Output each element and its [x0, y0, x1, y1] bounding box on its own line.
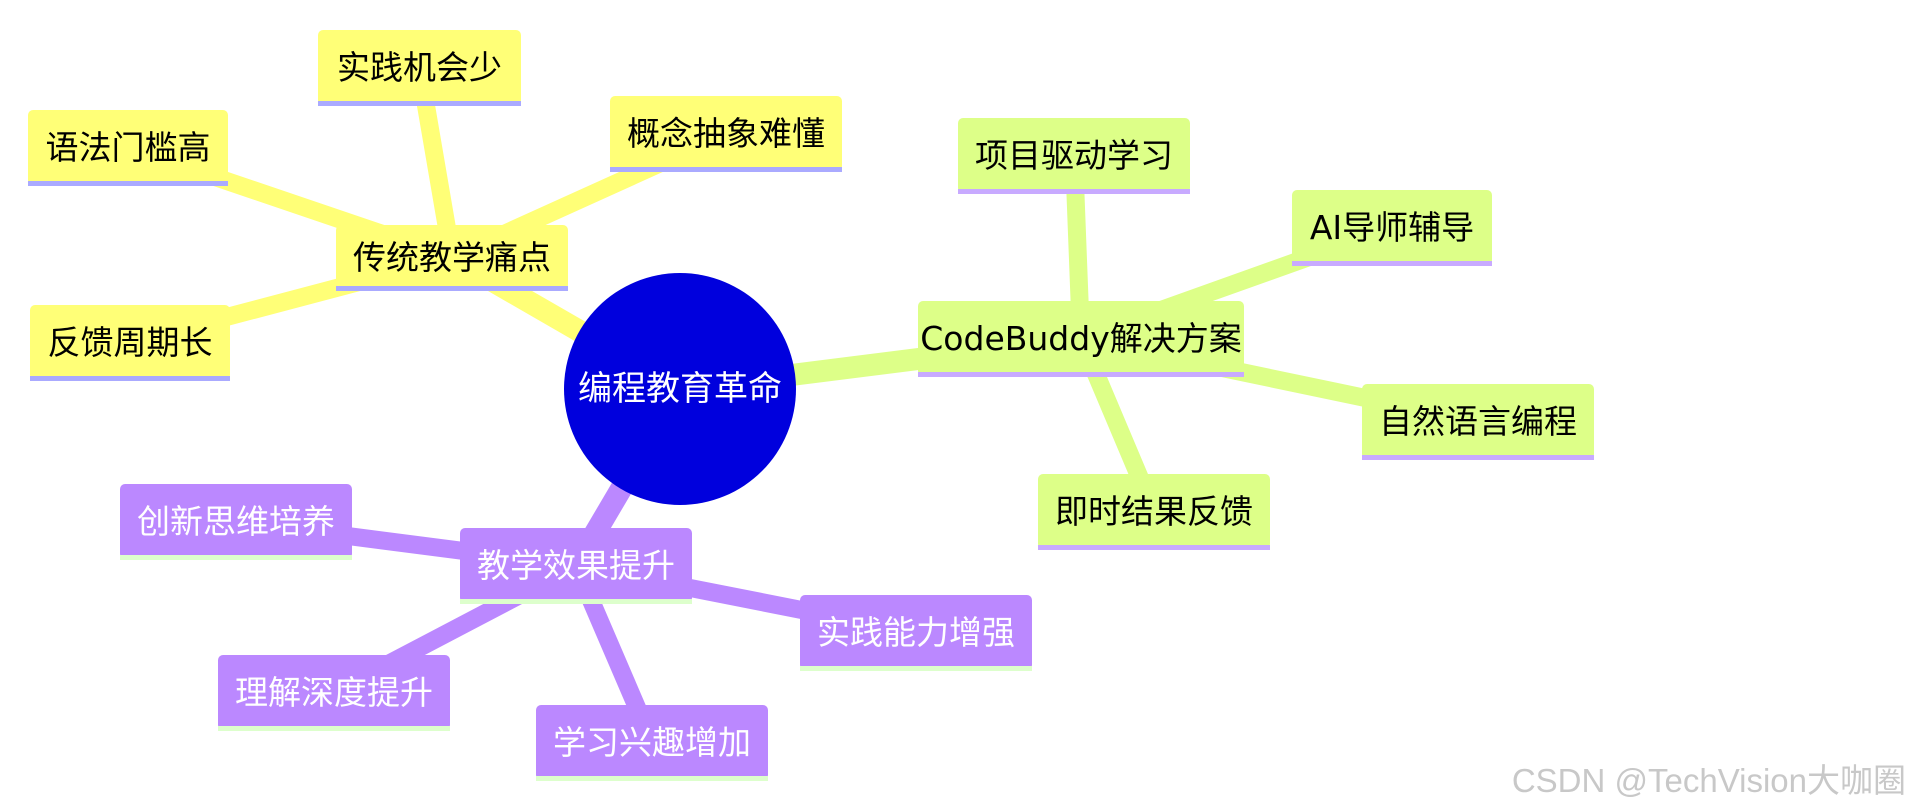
leaf-node-solution-2-box — [1362, 384, 1594, 459]
leaf-node-solution-1-underline — [1292, 261, 1492, 266]
leaf-node-pain-3-box — [30, 305, 230, 380]
branch-node-solution-box — [918, 301, 1244, 376]
leaf-node-effect-3-label: 实践能力增强 — [817, 613, 1015, 652]
branch-node-solution-label: CodeBuddy解决方案 — [920, 319, 1241, 358]
leaf-node-pain-0-underline — [318, 101, 521, 106]
leaf-node-pain-0-box — [318, 30, 521, 105]
leaf-node-effect-2[interactable]: 学习兴趣增加 — [536, 705, 768, 781]
leaf-node-solution-0-box — [958, 118, 1190, 193]
branch-node-pain[interactable]: 传统教学痛点 — [336, 225, 568, 291]
leaf-node-solution-2-label: 自然语言编程 — [1379, 402, 1577, 441]
watermark-text: CSDN @TechVision大咖圈 — [1511, 762, 1906, 799]
leaf-node-pain-2[interactable]: 概念抽象难懂 — [610, 96, 842, 172]
leaf-node-pain-1-label: 语法门槛高 — [46, 128, 211, 167]
leaf-node-pain-3-underline — [30, 376, 230, 381]
leaf-node-effect-2-box — [536, 705, 768, 780]
leaf-node-effect-1-label: 理解深度提升 — [235, 673, 433, 712]
branch-node-effect-underline — [460, 599, 692, 604]
leaf-node-solution-0-underline — [958, 189, 1190, 194]
leaf-node-pain-2-box — [610, 96, 842, 171]
branch-node-solution[interactable]: CodeBuddy解决方案 — [918, 301, 1244, 377]
leaf-node-effect-3-box — [800, 595, 1032, 670]
leaf-node-pain-2-label: 概念抽象难懂 — [627, 114, 825, 153]
branch-node-pain-underline — [336, 286, 568, 291]
leaf-node-pain-0[interactable]: 实践机会少 — [318, 30, 521, 106]
leaf-node-effect-2-label: 学习兴趣增加 — [553, 723, 751, 762]
branch-node-effect-box — [460, 528, 692, 603]
branch-node-pain-label: 传统教学痛点 — [353, 238, 551, 277]
root-label: 编程教育革命 — [578, 369, 782, 409]
leaf-node-pain-1-box — [28, 110, 228, 185]
leaf-node-pain-1[interactable]: 语法门槛高 — [28, 110, 228, 186]
leaf-node-solution-1[interactable]: AI导师辅导 — [1292, 190, 1492, 266]
leaf-node-solution-2-underline — [1362, 455, 1594, 460]
leaf-node-pain-3-label: 反馈周期长 — [48, 323, 213, 362]
leaf-node-solution-3[interactable]: 即时结果反馈 — [1038, 474, 1270, 550]
leaf-node-pain-1-underline — [28, 181, 228, 186]
leaf-node-effect-2-underline — [536, 776, 768, 781]
leaf-node-pain-0-label: 实践机会少 — [337, 48, 502, 87]
leaf-node-pain-3[interactable]: 反馈周期长 — [30, 305, 230, 381]
branch-node-solution-underline — [918, 372, 1244, 377]
leaf-node-effect-0-underline — [120, 555, 352, 560]
leaf-node-effect-0[interactable]: 创新思维培养 — [120, 484, 352, 560]
root-node[interactable]: 编程教育革命 — [564, 273, 796, 505]
root-circle — [564, 273, 796, 505]
leaf-node-effect-0-label: 创新思维培养 — [137, 502, 335, 541]
leaf-node-solution-3-label: 即时结果反馈 — [1055, 492, 1253, 531]
leaf-node-pain-2-underline — [610, 167, 842, 172]
leaf-node-solution-1-box — [1292, 190, 1492, 265]
leaf-node-effect-0-box — [120, 484, 352, 559]
leaf-node-effect-1-box — [218, 655, 450, 730]
leaf-node-solution-0-label: 项目驱动学习 — [975, 136, 1173, 175]
branch-node-effect[interactable]: 教学效果提升 — [460, 528, 692, 604]
leaf-node-solution-1-label: AI导师辅导 — [1310, 208, 1474, 247]
leaf-node-effect-1[interactable]: 理解深度提升 — [218, 655, 450, 731]
leaf-node-effect-3[interactable]: 实践能力增强 — [800, 595, 1032, 671]
leaf-node-solution-2[interactable]: 自然语言编程 — [1362, 384, 1594, 460]
leaf-node-effect-1-underline — [218, 726, 450, 731]
leaf-node-solution-3-underline — [1038, 545, 1270, 550]
leaf-node-solution-0[interactable]: 项目驱动学习 — [958, 118, 1190, 194]
branch-node-effect-label: 教学效果提升 — [477, 546, 675, 585]
branch-node-pain-box — [336, 225, 568, 290]
leaf-node-solution-3-box — [1038, 474, 1270, 549]
leaf-node-effect-3-underline — [800, 666, 1032, 671]
